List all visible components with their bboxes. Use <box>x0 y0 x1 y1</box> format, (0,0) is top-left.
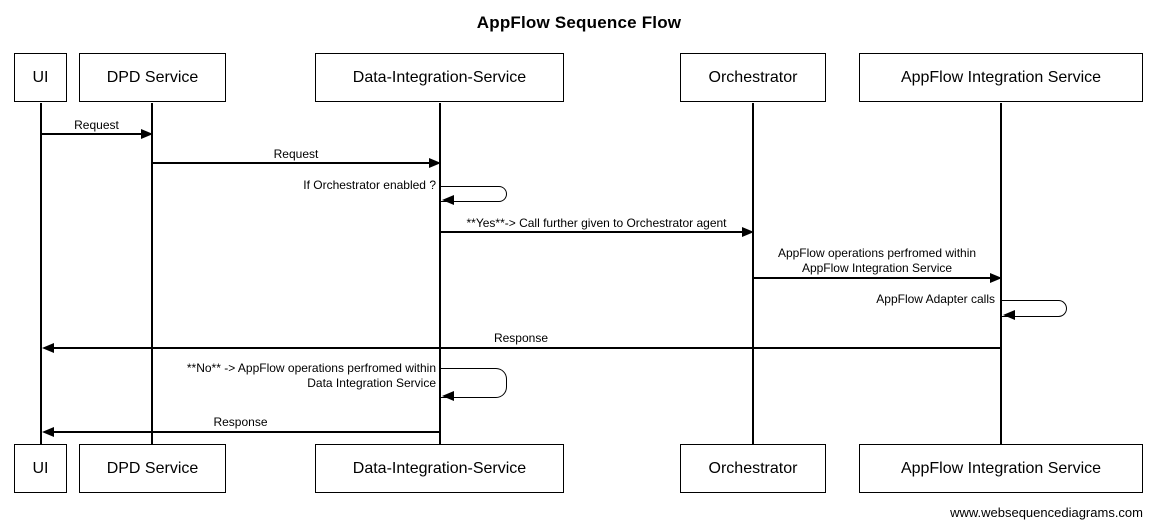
watermark: www.websequencediagrams.com <box>950 505 1143 520</box>
actor-box-ui-bottom: UI <box>14 444 67 493</box>
message-label-line2: Data Integration Service <box>307 376 436 390</box>
message-label: If Orchestrator enabled ? <box>303 178 436 192</box>
arrowhead-left <box>42 427 54 437</box>
lifeline-dis <box>439 103 441 444</box>
arrow-line <box>54 347 1001 349</box>
message-label: AppFlow Adapter calls <box>876 292 995 306</box>
lifeline-dpd <box>151 103 153 444</box>
arrow-line <box>41 133 141 135</box>
diagram-title: AppFlow Sequence Flow <box>476 13 682 32</box>
message-label: Request <box>273 147 319 161</box>
arrowhead-right <box>141 129 153 139</box>
arrowhead-left <box>442 391 454 401</box>
actor-label: UI <box>32 68 49 86</box>
actor-label: AppFlow Integration Service <box>900 459 1102 477</box>
arrowhead-right <box>990 273 1002 283</box>
arrow-line <box>54 431 440 433</box>
self-loop <box>440 368 507 398</box>
actor-box-orch-top: Orchestrator <box>680 53 826 102</box>
actor-box-ui-top: UI <box>14 53 67 102</box>
arrowhead-left <box>42 343 54 353</box>
lifeline-orch <box>752 103 754 444</box>
actor-box-appflow-bottom: AppFlow Integration Service <box>859 444 1143 493</box>
message-label: Response <box>213 415 268 429</box>
actor-label: Orchestrator <box>708 68 798 86</box>
message-label-line2: AppFlow Integration Service <box>801 261 953 275</box>
message-label-line1: **No** -> AppFlow operations perfromed w… <box>186 361 436 375</box>
actor-label: Orchestrator <box>708 459 798 477</box>
actor-label: DPD Service <box>106 68 199 86</box>
actor-label: UI <box>32 459 49 477</box>
arrowhead-left <box>1003 310 1015 320</box>
actor-box-dis-bottom: Data-Integration-Service <box>315 444 564 493</box>
arrow-line <box>752 277 990 279</box>
actor-label: Data-Integration-Service <box>352 459 527 477</box>
actor-label: DPD Service <box>106 459 199 477</box>
arrowhead-right <box>429 158 441 168</box>
self-loop <box>440 186 507 202</box>
actor-box-dpd-bottom: DPD Service <box>79 444 226 493</box>
arrowhead-left <box>442 195 454 205</box>
message-label: **Yes**-> Call further given to Orchestr… <box>466 216 727 230</box>
actor-box-dis-top: Data-Integration-Service <box>315 53 564 102</box>
actor-label: AppFlow Integration Service <box>900 68 1102 86</box>
actor-box-appflow-top: AppFlow Integration Service <box>859 53 1143 102</box>
message-label: Request <box>74 118 119 132</box>
arrowhead-right <box>742 227 754 237</box>
actor-label: Data-Integration-Service <box>352 68 527 86</box>
message-label: Response <box>493 331 549 345</box>
lifeline-ui <box>40 103 42 444</box>
message-label-line1: AppFlow operations perfromed within <box>777 246 977 260</box>
self-loop <box>1001 300 1067 317</box>
arrow-line <box>151 162 429 164</box>
arrow-line <box>440 231 742 233</box>
actor-box-orch-bottom: Orchestrator <box>680 444 826 493</box>
actor-box-dpd-top: DPD Service <box>79 53 226 102</box>
